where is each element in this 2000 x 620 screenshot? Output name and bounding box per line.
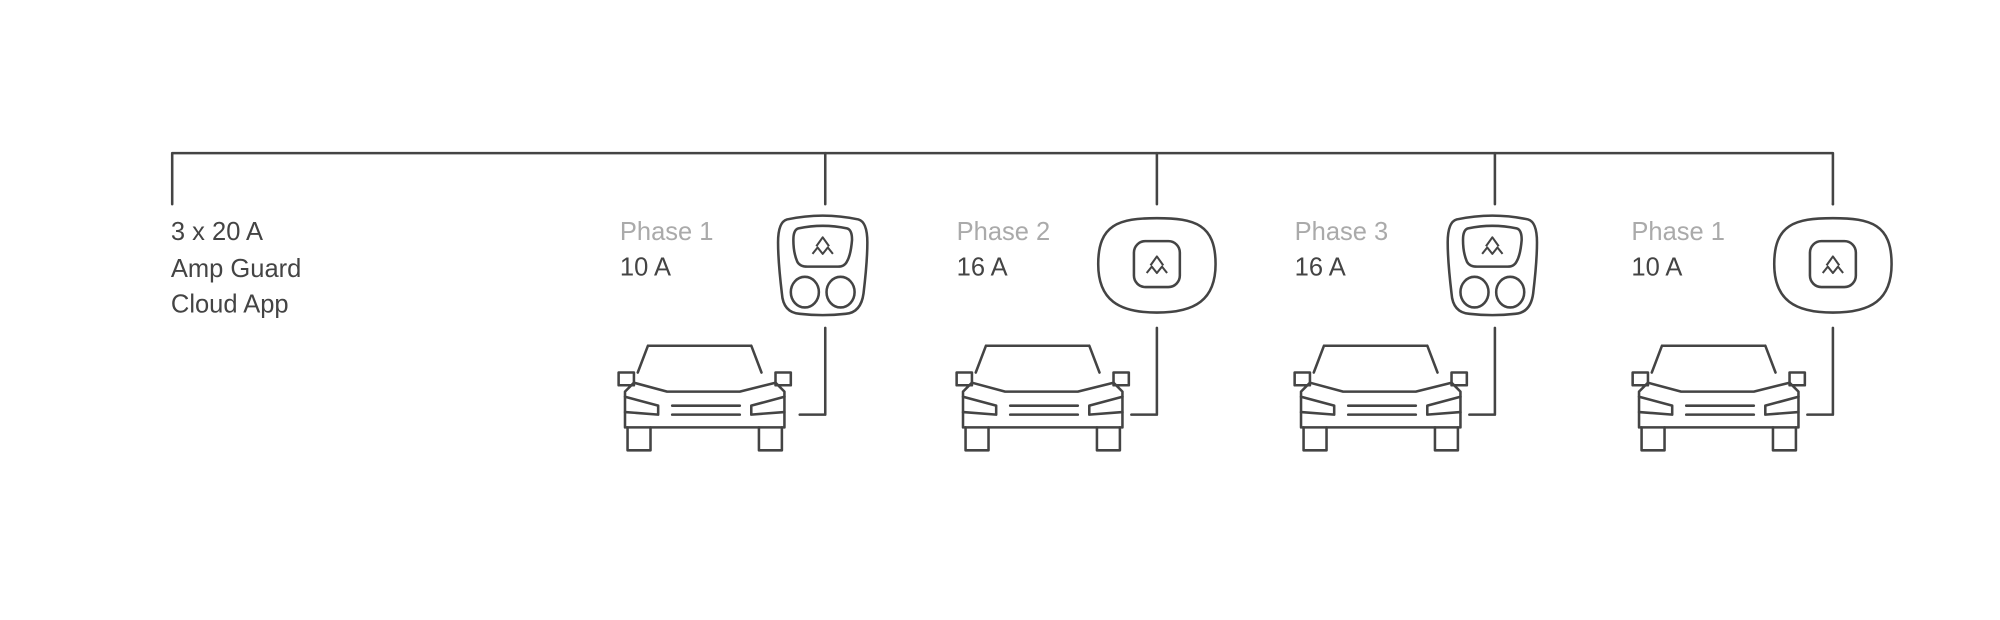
supply-product: Amp Guard <box>171 255 301 283</box>
connector-line <box>798 151 827 416</box>
connector-line <box>1806 202 1835 416</box>
current-label: 16 A <box>1295 254 1346 282</box>
current-label: 10 A <box>620 254 671 282</box>
charger-station-2: Phase 2 16 A <box>955 151 1216 452</box>
charger-station-4: Phase 1 10 A <box>1631 202 1891 452</box>
phase-label: Phase 3 <box>1295 218 1389 246</box>
supply-bus-line <box>170 151 1835 206</box>
phase-label: Phase 1 <box>620 218 714 246</box>
round-wallbox-charger-icon <box>1774 218 1891 312</box>
charger-station-1: Phase 1 10 A <box>617 151 868 452</box>
dual-wallbox-charger-icon <box>1448 216 1537 315</box>
car-icon <box>955 344 1131 452</box>
car-icon <box>1631 344 1807 452</box>
car-icon <box>617 344 793 452</box>
current-label: 16 A <box>957 254 1008 282</box>
dual-wallbox-charger-icon <box>778 216 867 315</box>
supply-app: Cloud App <box>171 291 289 319</box>
round-wallbox-charger-icon <box>1098 218 1215 312</box>
supply-rating: 3 x 20 A <box>171 218 263 246</box>
connector-line <box>1130 151 1159 416</box>
current-label: 10 A <box>1631 254 1682 282</box>
phase-label: Phase 2 <box>957 218 1051 246</box>
phase-label: Phase 1 <box>1631 218 1725 246</box>
charger-station-3: Phase 3 16 A <box>1293 151 1537 452</box>
connector-line <box>1468 151 1497 416</box>
car-icon <box>1293 344 1469 452</box>
